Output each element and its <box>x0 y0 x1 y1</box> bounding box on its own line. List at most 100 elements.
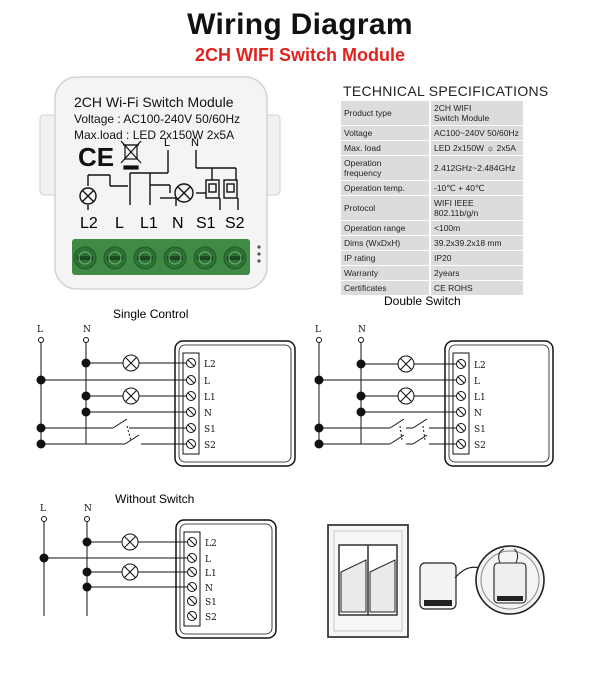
spec-value: -10℃ + 40℃ <box>430 180 523 196</box>
page-subtitle: 2CH WIFI Switch Module <box>195 45 405 65</box>
spec-key: Warranty <box>341 265 431 281</box>
junction-dot <box>314 439 324 449</box>
wire-label: L <box>474 377 480 387</box>
device-terminal-label: L2 <box>80 215 98 232</box>
wire-label: L <box>37 325 43 335</box>
device-terminal-label: S1 <box>196 215 216 232</box>
small-module-icon <box>419 562 457 610</box>
spec-value: 2years <box>430 265 523 281</box>
spec-key: Certificates <box>341 280 431 296</box>
device-schematic <box>87 150 239 210</box>
wire-label: L1 <box>205 569 217 579</box>
device-terminal-label: S2 <box>225 215 245 232</box>
junction-dot <box>314 423 324 433</box>
device-terminal-label: L1 <box>140 215 158 232</box>
spec-value: 39.2x39.2x18 mm <box>430 235 523 251</box>
junction-dot <box>356 407 366 417</box>
spec-value: IP20 <box>430 250 523 266</box>
junction-dot <box>81 407 91 417</box>
wire-label: N <box>358 325 366 335</box>
wire-label: L1 <box>204 393 216 403</box>
wire-label: L2 <box>474 361 486 371</box>
wire-label: S1 <box>474 425 486 435</box>
junction-dot <box>356 359 366 369</box>
terminal-block <box>72 239 250 275</box>
ce-mark: CE <box>78 142 114 172</box>
junction-dot <box>36 375 46 385</box>
module-outline <box>175 519 277 639</box>
spec-value: 2.412GHz~2.484GHz <box>430 155 523 181</box>
installation-illustration <box>327 524 545 638</box>
device-maxload: Max.load : LED 2x150W 2x5A <box>74 128 234 142</box>
wire-label: N <box>474 409 482 419</box>
spec-value: AC100~240V 50/60Hz <box>430 125 523 141</box>
weee-bin-icon <box>120 140 142 170</box>
page-title: Wiring Diagram <box>187 8 413 41</box>
junction-dot <box>81 391 91 401</box>
junction-dot <box>82 582 92 592</box>
device-name: 2CH Wi-Fi Switch Module <box>74 94 234 110</box>
junction-dot <box>314 375 324 385</box>
device-terminal-label: L <box>115 215 124 232</box>
wire-label: N <box>204 409 212 419</box>
spec-key: Max. load <box>341 140 431 156</box>
wire-label: S2 <box>474 441 486 451</box>
spec-row: Operation range<100m <box>341 220 523 236</box>
junction-dot <box>81 358 91 368</box>
module-outline <box>174 340 296 467</box>
without-switch-label: Without Switch <box>115 492 194 506</box>
junction-dot <box>39 553 49 563</box>
spec-key: Operation range <box>341 220 431 236</box>
wire-label: L <box>40 504 46 514</box>
wire-label: L1 <box>474 393 486 403</box>
spec-value: CE ROHS <box>430 280 523 296</box>
spec-key: Operation temp. <box>341 180 431 196</box>
wire-label: N <box>205 584 213 594</box>
module-terminal-strip <box>182 352 200 455</box>
spec-key: Product type <box>341 101 431 126</box>
wire-label: S2 <box>205 613 217 623</box>
device-terminal-label: N <box>172 215 184 232</box>
device-module-illustration: CE <box>39 76 281 290</box>
spec-key: Dims (WxDxH) <box>341 235 431 251</box>
spec-key: Voltage <box>341 125 431 141</box>
module-outline <box>444 340 554 467</box>
spec-row: Dims (WxDxH)39.2x39.2x18 mm <box>341 235 523 251</box>
wire-label: S1 <box>204 425 216 435</box>
device-top-terminal-label: L <box>164 137 170 149</box>
wire-label: S2 <box>204 441 216 451</box>
junction-dot <box>82 537 92 547</box>
single-control-label: Single Control <box>113 307 188 321</box>
wire-label: L <box>315 325 321 335</box>
spec-value: LED 2x150W ☼ 2x5A <box>430 140 523 156</box>
spec-value: <100m <box>430 220 523 236</box>
spec-key: Protocol <box>341 195 431 221</box>
junction-dot <box>356 391 366 401</box>
wire-label: L <box>205 555 211 565</box>
wire-label: L2 <box>205 539 217 549</box>
wire-label: N <box>83 325 91 335</box>
junction-dot <box>36 439 46 449</box>
spec-key: IP rating <box>341 250 431 266</box>
device-top-terminal-label: N <box>191 137 199 149</box>
spec-value: WIFI IEEE 802.11b/g/n <box>430 195 523 221</box>
device-voltage: Voltage : AC100-240V 50/60Hz <box>74 112 240 126</box>
spec-title: TECHNICAL SPECIFICATIONS <box>343 83 549 99</box>
junction-dot <box>82 567 92 577</box>
junction-dot <box>36 423 46 433</box>
wire-label: N <box>84 504 92 514</box>
